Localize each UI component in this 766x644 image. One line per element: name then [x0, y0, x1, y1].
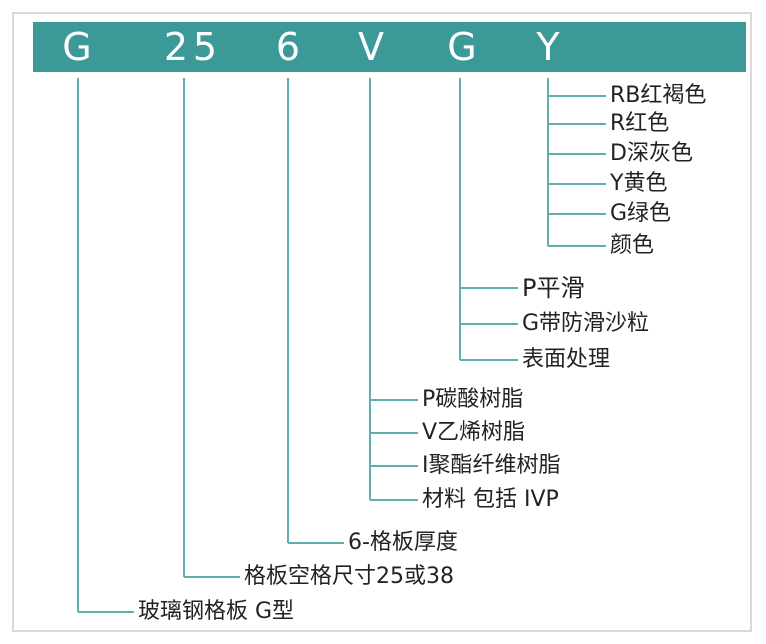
code-char-g-surface: G: [447, 25, 477, 69]
label-color-d: D深灰色: [610, 141, 693, 166]
label-material-title: 材料 包括 IVP: [422, 487, 559, 512]
diagram-frame: [12, 12, 752, 632]
label-type: 玻璃钢格板 G型: [138, 599, 295, 624]
label-surface-p: P平滑: [522, 274, 585, 302]
code-char-y: Y: [536, 25, 560, 69]
label-color-r: R红色: [610, 111, 670, 136]
code-char-v: V: [358, 25, 384, 69]
label-color-g: G绿色: [610, 201, 672, 226]
code-char-g-type: G: [62, 25, 92, 69]
code-header-bar: [33, 22, 746, 72]
label-surface-g: G带防滑沙粒: [522, 311, 650, 336]
label-surface-title: 表面处理: [522, 347, 611, 372]
label-color-title: 颜色: [610, 233, 655, 258]
label-material-p: P碳酸树脂: [422, 387, 524, 412]
label-color-y: Y黄色: [610, 171, 668, 196]
code-char-2: 2: [163, 25, 189, 69]
label-color-rb: RB红褐色: [610, 83, 707, 108]
label-material-i: I聚酯纤维树脂: [422, 453, 561, 478]
label-material-v: V乙烯树脂: [422, 420, 526, 445]
code-char-6: 6: [275, 25, 301, 69]
code-char-5: 5: [192, 25, 218, 69]
label-thickness: 6-格板厚度: [348, 530, 458, 555]
label-spacing: 格板空格尺寸25或38: [244, 564, 454, 589]
